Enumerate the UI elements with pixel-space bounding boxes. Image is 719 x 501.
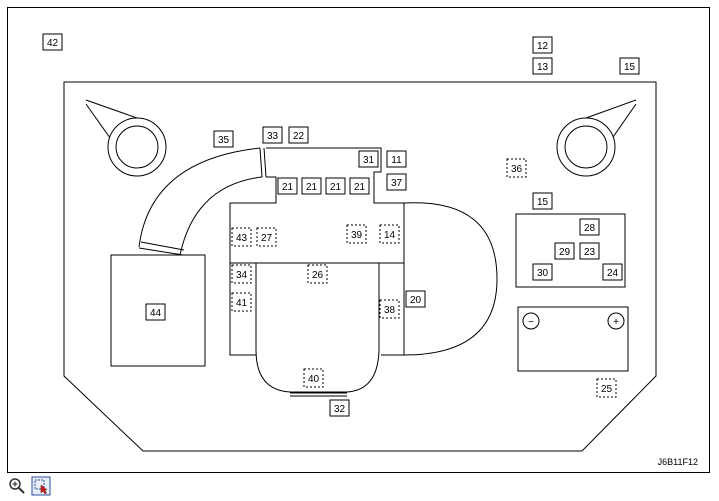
right-strut-tower bbox=[556, 99, 637, 177]
callout-24: 24 bbox=[602, 263, 623, 281]
svg-text:12: 12 bbox=[537, 41, 549, 52]
callout-11: 11 bbox=[386, 150, 407, 168]
svg-text:38: 38 bbox=[384, 305, 396, 316]
svg-text:36: 36 bbox=[511, 164, 523, 175]
callout-21-b: 21 bbox=[301, 177, 322, 195]
callout-30: 30 bbox=[532, 263, 553, 281]
svg-text:22: 22 bbox=[293, 131, 305, 142]
callout-15-top: 15 bbox=[619, 57, 640, 75]
fuse-relay-block bbox=[515, 213, 626, 288]
svg-text:15: 15 bbox=[624, 62, 636, 73]
callout-27: 27 bbox=[256, 227, 277, 247]
svg-text:23: 23 bbox=[584, 247, 596, 258]
svg-text:11: 11 bbox=[391, 155, 402, 166]
callout-23: 23 bbox=[579, 242, 600, 260]
callout-21-d: 21 bbox=[349, 177, 370, 195]
battery-negative-terminal: − bbox=[528, 317, 534, 328]
svg-text:13: 13 bbox=[537, 62, 549, 73]
svg-text:29: 29 bbox=[559, 247, 571, 258]
callout-14: 14 bbox=[379, 224, 400, 244]
callout-37: 37 bbox=[386, 173, 407, 191]
figure-code: J6B11F12 bbox=[658, 457, 698, 467]
callout-15-mid: 15 bbox=[532, 192, 553, 210]
transaxle bbox=[403, 202, 498, 356]
air-cleaner-box bbox=[110, 254, 206, 367]
callout-40: 40 bbox=[303, 368, 324, 388]
callout-21-c: 21 bbox=[325, 177, 346, 195]
callout-38: 38 bbox=[379, 299, 400, 319]
callout-31: 31 bbox=[358, 150, 379, 168]
svg-text:31: 31 bbox=[363, 155, 375, 166]
air-intake-duct bbox=[138, 147, 267, 256]
callout-41: 41 bbox=[231, 292, 252, 312]
callout-36: 36 bbox=[506, 158, 527, 178]
callout-32: 32 bbox=[329, 399, 350, 417]
svg-text:35: 35 bbox=[218, 135, 230, 146]
viewer-toolbar bbox=[7, 476, 87, 496]
callout-39: 39 bbox=[346, 224, 367, 244]
left-strut-tower bbox=[85, 99, 167, 177]
svg-text:42: 42 bbox=[47, 38, 59, 49]
svg-text:37: 37 bbox=[391, 178, 403, 189]
callout-20: 20 bbox=[405, 290, 426, 308]
svg-text:40: 40 bbox=[308, 374, 320, 385]
callout-35: 35 bbox=[213, 130, 234, 148]
callout-29: 29 bbox=[554, 242, 575, 260]
svg-text:33: 33 bbox=[267, 131, 279, 142]
svg-text:21: 21 bbox=[306, 182, 318, 193]
engine-assembly bbox=[229, 147, 405, 397]
callout-21-a: 21 bbox=[277, 177, 298, 195]
zoom-in-icon[interactable] bbox=[7, 476, 27, 496]
callout-26: 26 bbox=[307, 264, 328, 284]
battery-positive-terminal: + bbox=[613, 317, 619, 328]
svg-text:21: 21 bbox=[282, 182, 294, 193]
svg-text:25: 25 bbox=[601, 384, 613, 395]
callout-33: 33 bbox=[262, 126, 283, 144]
callout-44: 44 bbox=[145, 303, 166, 321]
svg-text:44: 44 bbox=[150, 308, 162, 319]
svg-text:30: 30 bbox=[537, 268, 549, 279]
callout-34: 34 bbox=[231, 264, 252, 284]
svg-text:41: 41 bbox=[236, 298, 248, 309]
callout-22: 22 bbox=[288, 126, 309, 144]
svg-text:21: 21 bbox=[354, 182, 366, 193]
callout-28: 28 bbox=[579, 218, 600, 236]
svg-text:27: 27 bbox=[261, 233, 273, 244]
svg-text:28: 28 bbox=[584, 223, 596, 234]
engine-bay-outline bbox=[63, 81, 657, 452]
callout-42: 42 bbox=[42, 33, 63, 51]
callout-25: 25 bbox=[596, 378, 617, 398]
svg-text:39: 39 bbox=[351, 230, 363, 241]
svg-text:43: 43 bbox=[236, 233, 248, 244]
svg-text:20: 20 bbox=[410, 295, 422, 306]
callout-13: 13 bbox=[532, 57, 553, 75]
svg-text:34: 34 bbox=[236, 270, 248, 281]
callout-12: 12 bbox=[532, 36, 553, 54]
svg-text:24: 24 bbox=[607, 268, 619, 279]
svg-text:15: 15 bbox=[537, 197, 549, 208]
callout-43: 43 bbox=[231, 227, 252, 247]
select-icon[interactable] bbox=[31, 476, 51, 496]
svg-text:14: 14 bbox=[384, 230, 396, 241]
battery: − + bbox=[517, 306, 629, 372]
svg-text:21: 21 bbox=[330, 182, 342, 193]
svg-text:26: 26 bbox=[312, 270, 324, 281]
svg-text:32: 32 bbox=[334, 404, 346, 415]
